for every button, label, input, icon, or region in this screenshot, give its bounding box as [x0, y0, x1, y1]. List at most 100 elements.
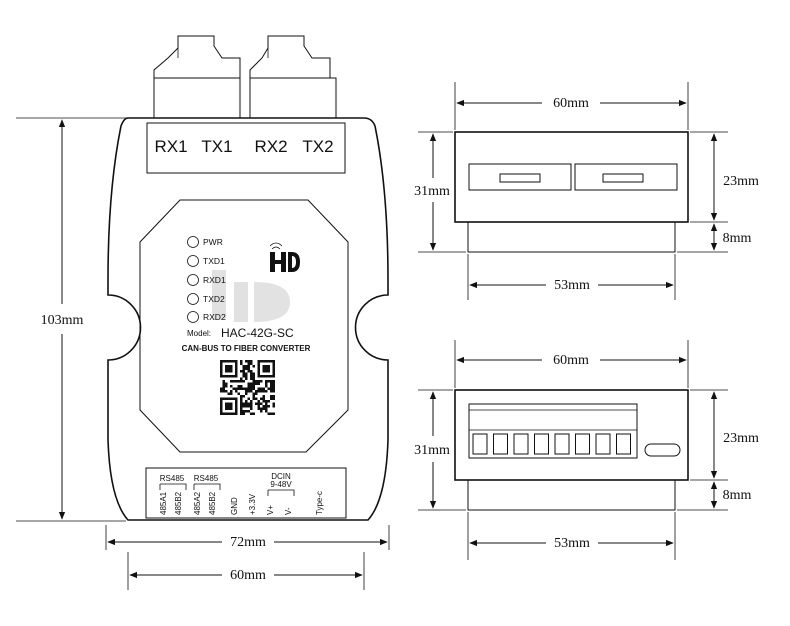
port-rx2-label: RX2	[254, 137, 287, 156]
qr-module	[245, 365, 248, 368]
pin-label: 485B2	[208, 491, 217, 515]
qr-module	[245, 400, 248, 403]
pin-label: GND	[230, 497, 239, 515]
qr-module	[247, 402, 250, 405]
qr-module	[242, 402, 245, 405]
port-rx1-label: RX1	[154, 137, 187, 156]
bottom-base	[467, 479, 676, 511]
led-label: TXD2	[203, 294, 225, 304]
watermark-logo	[212, 270, 290, 322]
qr-module	[262, 397, 265, 400]
top-base	[467, 221, 676, 253]
qr-module	[255, 390, 258, 393]
qr-module	[237, 385, 240, 388]
qr-module	[247, 385, 250, 388]
qr-module	[252, 375, 255, 378]
qr-module	[250, 385, 253, 388]
usb-type-c-port	[644, 443, 681, 457]
qr-module	[242, 387, 245, 390]
qr-module	[257, 405, 260, 408]
qr-module	[222, 385, 225, 388]
qr-module	[245, 387, 248, 390]
qr-module	[240, 402, 243, 405]
qr-module	[265, 390, 268, 393]
qr-module	[250, 405, 253, 408]
qr-module	[242, 375, 245, 378]
qr-module	[222, 382, 225, 385]
qr-module	[230, 392, 233, 395]
dim-label: 53mm	[554, 278, 590, 293]
qr-module	[260, 397, 263, 400]
qr-module	[230, 380, 233, 383]
qr-module	[270, 387, 273, 390]
qr-module	[245, 410, 248, 413]
qr-module	[255, 392, 258, 395]
pin-label: V-	[284, 507, 293, 515]
qr-module	[272, 397, 275, 400]
led-list: PWR TXD1 RXD1 TXD2 RXD2	[187, 236, 226, 323]
qr-module	[250, 375, 253, 378]
qr-module	[242, 410, 245, 413]
qr-module	[267, 405, 270, 408]
dim-label: 53mm	[554, 536, 590, 551]
qr-module	[265, 405, 268, 408]
qr-module	[260, 407, 263, 410]
qr-module	[240, 387, 243, 390]
qr-module	[270, 397, 273, 400]
qr-module	[250, 382, 253, 385]
qr-module	[222, 380, 225, 383]
qr-module	[252, 382, 255, 385]
qr-module	[240, 400, 243, 403]
qr-module	[242, 370, 245, 373]
dim-front-height: 103mm	[16, 117, 126, 522]
qr-module	[242, 365, 245, 368]
qr-module	[245, 377, 248, 380]
qr-module	[242, 372, 245, 375]
qr-code	[220, 360, 275, 415]
qr-module	[265, 410, 268, 413]
qr-module	[222, 390, 225, 393]
top-view: 60mm 31mm 23mm 8mm 53mm	[414, 82, 759, 300]
qr-module	[220, 387, 223, 390]
qr-module	[257, 402, 260, 405]
qr-module	[227, 392, 230, 395]
led-indicator	[187, 311, 199, 323]
qr-module	[230, 390, 233, 393]
dim-bottom-upper: 23mm	[690, 389, 759, 481]
qr-module	[235, 380, 238, 383]
dim-label: 31mm	[414, 184, 450, 199]
qr-module	[240, 377, 243, 380]
qr-module	[230, 385, 233, 388]
qr-module	[270, 412, 273, 415]
qr-module	[252, 380, 255, 383]
qr-module	[260, 410, 263, 413]
dim-label: 23mm	[723, 174, 759, 189]
qr-module	[222, 387, 225, 390]
led-indicator	[187, 236, 199, 248]
pin-label: 485A2	[193, 491, 202, 515]
qr-module	[250, 377, 253, 380]
qr-module	[245, 392, 248, 395]
qr-module	[240, 407, 243, 410]
qr-module	[252, 372, 255, 375]
qr-module	[267, 412, 270, 415]
qr-finder	[225, 365, 233, 373]
qr-module	[240, 405, 243, 408]
dim-label: 60mm	[553, 96, 589, 111]
qr-module	[272, 387, 275, 390]
qr-module	[245, 372, 248, 375]
qr-module	[242, 412, 245, 415]
qr-module	[242, 405, 245, 408]
qr-module	[240, 370, 243, 373]
qr-module	[272, 412, 275, 415]
qr-module	[242, 367, 245, 370]
terminal-slot	[493, 433, 508, 455]
qr-module	[240, 412, 243, 415]
qr-module	[262, 400, 265, 403]
led-label: TXD1	[203, 256, 225, 266]
terminal-group-label: DCIN	[271, 472, 291, 481]
qr-module	[245, 367, 248, 370]
qr-module	[225, 382, 228, 385]
qr-module	[252, 395, 255, 398]
